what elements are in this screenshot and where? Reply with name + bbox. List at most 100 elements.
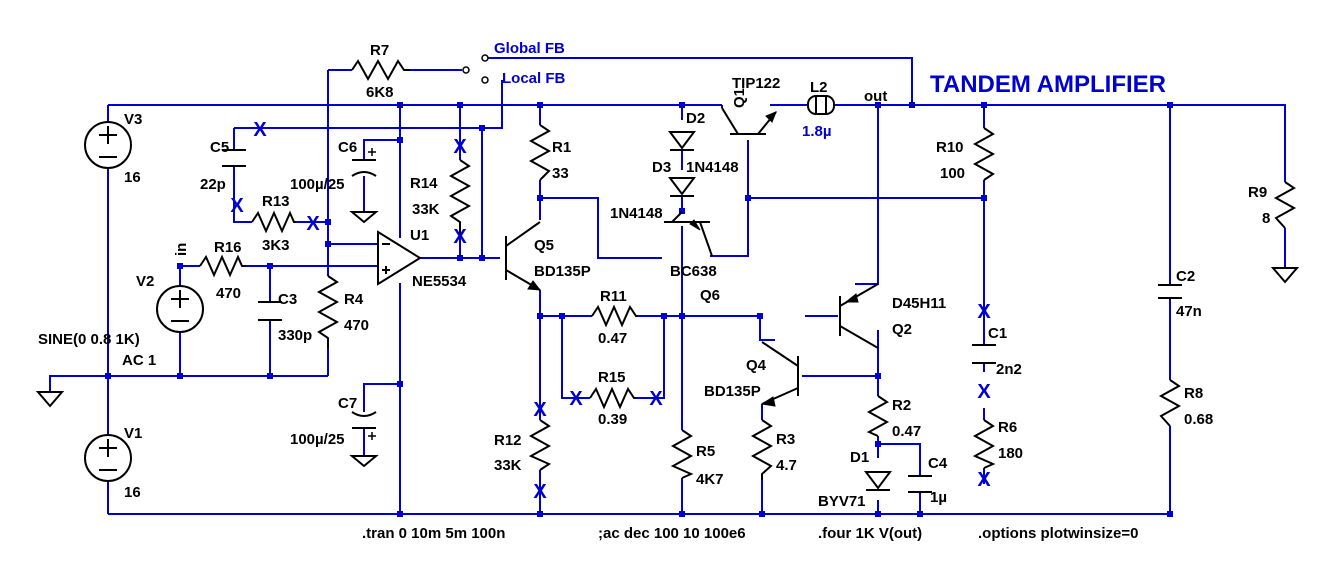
junction-dots — [105, 102, 1173, 517]
label-Q4-value: BD135P — [704, 383, 761, 400]
svg-text:X: X — [253, 119, 267, 141]
label-R4-value: 470 — [344, 317, 369, 334]
label-R5-name: R5 — [696, 443, 715, 460]
resistor-R10 — [972, 127, 996, 181]
label-R4-name: R4 — [344, 291, 364, 308]
label-Q6-name: Q6 — [700, 287, 720, 304]
transistor-Q2 — [839, 283, 879, 349]
resistor-R2 — [866, 395, 890, 437]
svg-text:X: X — [533, 481, 547, 503]
label-C7-value: 100µ/25 — [290, 431, 345, 448]
label-C2-value: 47n — [1176, 303, 1202, 320]
switch-label-global: Global FB — [494, 40, 565, 57]
directive-four: .four 1K V(out) — [818, 525, 922, 542]
label-C3-name: C3 — [278, 291, 297, 308]
svg-text:X: X — [977, 469, 991, 491]
label-R5-value: 4K7 — [696, 471, 724, 488]
label-R11-value: 0.47 — [598, 330, 627, 347]
ground-symbols — [35, 211, 1300, 468]
svg-text:X: X — [649, 388, 663, 410]
label-R6-name: R6 — [998, 419, 1017, 436]
label-Q5-value: BD135P — [534, 263, 591, 280]
capacitor-C5 — [222, 149, 246, 167]
label-R7-name: R7 — [370, 42, 389, 59]
capacitor-C3 — [258, 301, 282, 321]
label-C5-name: C5 — [210, 139, 229, 156]
label-R16-name: R16 — [214, 239, 242, 256]
svg-text:X: X — [977, 301, 991, 323]
resistor-R6 — [972, 419, 996, 469]
resistor-R14 — [448, 159, 472, 238]
label-Q4-name: Q4 — [746, 357, 767, 374]
label-R12-name: R12 — [494, 432, 522, 449]
resistor-R7 — [351, 58, 410, 82]
label-D2-name: D2 — [686, 110, 705, 127]
resistor-R1 — [528, 124, 552, 181]
capacitor-C6 — [351, 148, 377, 177]
label-C6-name: C6 — [338, 139, 357, 156]
label-D3-value: 1N4148 — [610, 205, 663, 222]
feedback-switch — [462, 54, 489, 84]
label-R12-value: 33K — [494, 457, 522, 474]
label-R6-value: 180 — [998, 445, 1023, 462]
label-R10-value: 100 — [940, 165, 965, 182]
label-C2-name: C2 — [1176, 268, 1195, 285]
net-label-in: in — [173, 243, 190, 256]
resistor-R16 — [199, 254, 246, 278]
label-R8-name: R8 — [1184, 385, 1203, 402]
label-R2-name: R2 — [892, 397, 911, 414]
label-V2-ac: AC 1 — [122, 352, 156, 369]
label-C4-value: 1µ — [930, 489, 947, 506]
label-Q2-value: D45H11 — [892, 295, 946, 312]
directive-options: .options plotwinsize=0 — [978, 525, 1138, 542]
opamp-U1 — [377, 230, 422, 286]
label-U1-value: NE5534 — [412, 273, 467, 290]
resistor-R15 — [589, 386, 636, 410]
label-C7-name: C7 — [338, 395, 357, 412]
label-V1-value: 16 — [124, 484, 141, 501]
resistor-R12 — [528, 419, 552, 471]
label-C1-value: 2n2 — [996, 361, 1022, 378]
label-R7-value: 6K8 — [366, 84, 394, 101]
diode-D3 — [668, 177, 696, 197]
label-R15-name: R15 — [598, 369, 626, 386]
label-R16-value: 470 — [216, 285, 241, 302]
inductor-L2 — [807, 95, 835, 115]
resistor-R3 — [750, 419, 774, 480]
switch-label-local: Local FB — [502, 70, 566, 87]
capacitor-C2 — [1158, 284, 1182, 299]
label-V3-value: 16 — [124, 169, 141, 186]
svg-text:X: X — [533, 399, 547, 421]
transistor-Q4 — [760, 341, 799, 407]
resistor-R13 — [251, 210, 296, 234]
label-Q2-name: Q2 — [892, 321, 912, 338]
svg-text:X: X — [569, 388, 583, 410]
label-V2-value: SINE(0 0.8 1K) — [38, 331, 140, 348]
label-R1-value: 33 — [552, 165, 569, 182]
label-R2-value: 0.47 — [892, 423, 921, 440]
label-R15-value: 0.39 — [598, 411, 627, 428]
label-D1-name: D1 — [850, 449, 869, 466]
label-R3-name: R3 — [776, 431, 795, 448]
transistor-Q5 — [505, 221, 542, 291]
voltage-source-V2 — [156, 285, 204, 333]
voltage-source-V1 — [84, 434, 132, 482]
label-Q1-name: Q1 — [731, 88, 748, 108]
label-R14-value: 33K — [412, 201, 440, 218]
capacitor-C1 — [972, 344, 996, 364]
svg-text:X: X — [453, 226, 467, 248]
transistor-Q1 — [721, 107, 777, 135]
voltage-source-V3 — [84, 121, 132, 169]
label-R9-value: 8 — [1262, 210, 1270, 227]
resistor-R5 — [670, 429, 694, 479]
capacitor-C7 — [351, 411, 377, 440]
directive-tran: .tran 0 10m 5m 100n — [362, 525, 505, 542]
label-C1-name: C1 — [988, 325, 1007, 342]
diode-D1 — [864, 471, 892, 491]
label-C3-value: 330p — [278, 327, 312, 344]
label-V3-name: V3 — [124, 111, 142, 128]
label-C4-name: C4 — [928, 455, 948, 472]
schematic-title: TANDEM AMPLIFIER — [930, 71, 1166, 98]
resistor-R11 — [591, 304, 638, 328]
